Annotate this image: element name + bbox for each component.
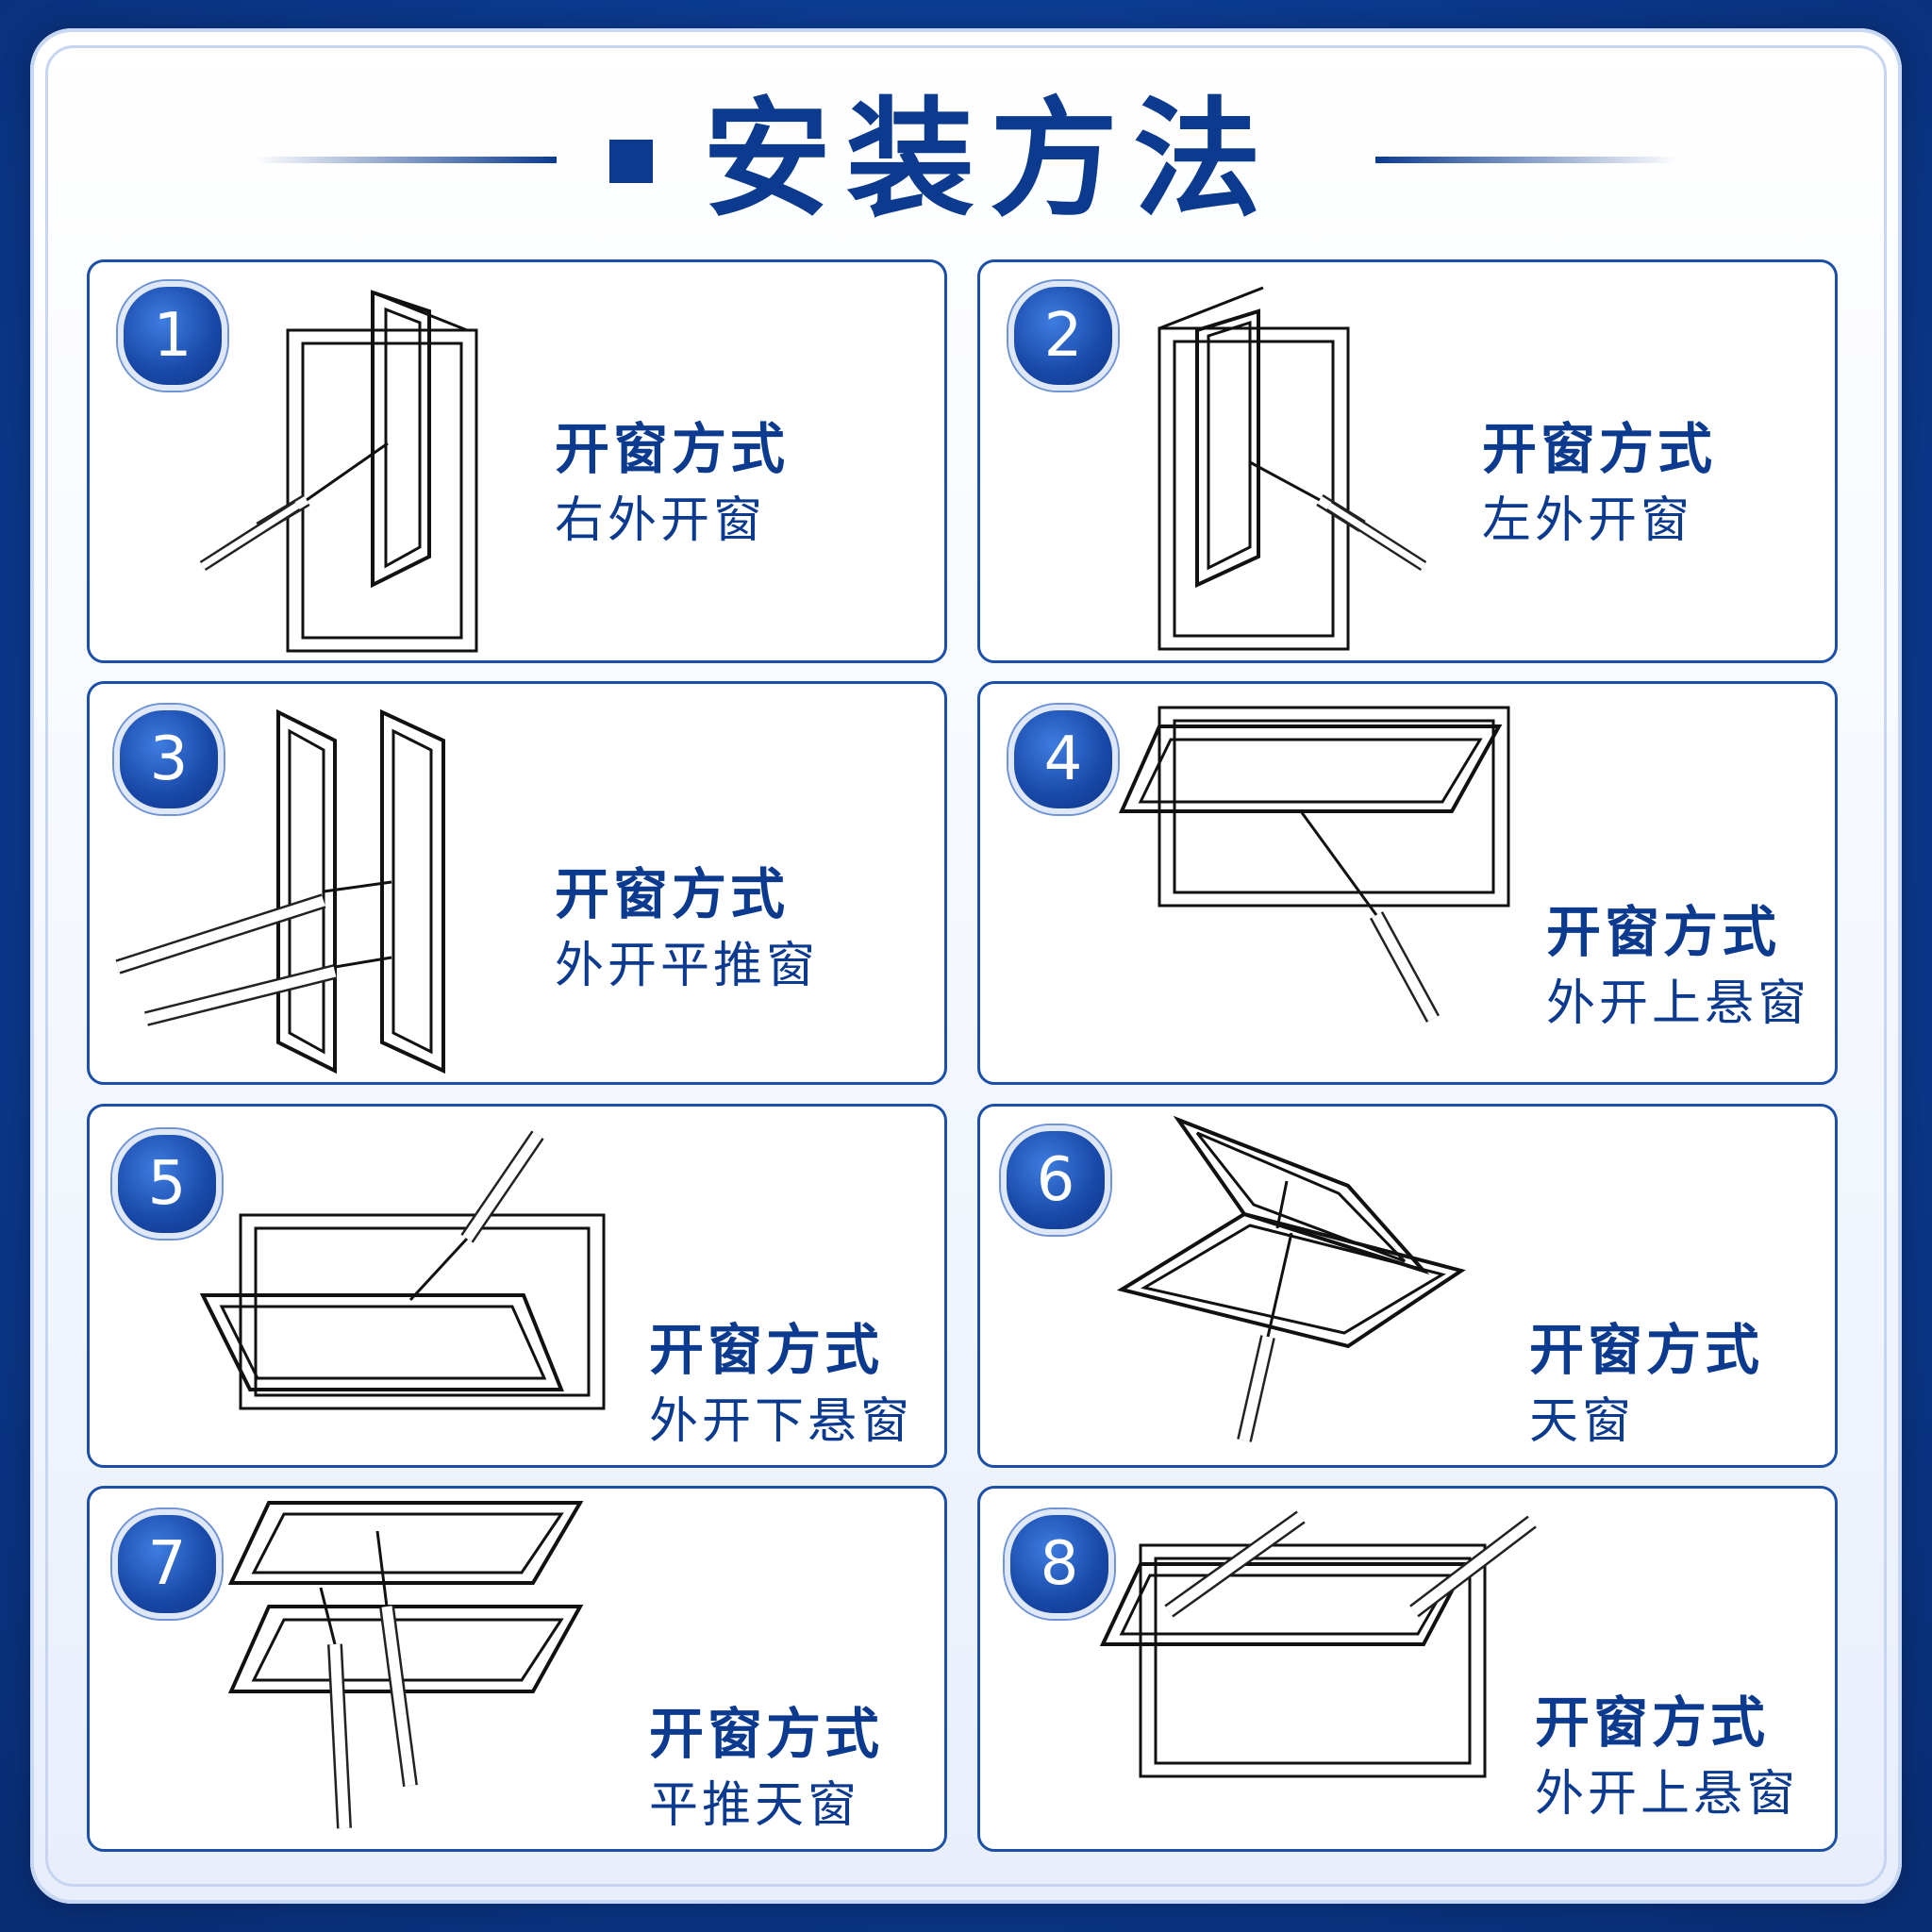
card-mode: 平推天窗 bbox=[649, 1777, 861, 1834]
top-hung-window-illustration bbox=[1122, 708, 1518, 1047]
card-heading: 开窗方式 bbox=[1529, 1318, 1764, 1382]
number-badge: 8 bbox=[1005, 1509, 1114, 1619]
card-label: 开窗方式 外开下悬窗 bbox=[649, 1314, 913, 1457]
card-label: 开窗方式 天窗 bbox=[1529, 1314, 1763, 1457]
card-heading: 开窗方式 bbox=[1535, 1690, 1770, 1755]
panel-border bbox=[45, 45, 1887, 1887]
card-mode: 外开平推窗 bbox=[555, 938, 820, 994]
card-heading: 开窗方式 bbox=[1482, 417, 1717, 481]
title-line-right bbox=[1375, 157, 1677, 163]
card-8: 8 开窗方式 外开上悬窗 bbox=[977, 1486, 1838, 1852]
casement-right-window-illustration bbox=[203, 274, 486, 660]
title-square-icon bbox=[609, 140, 653, 183]
casement-left-window-illustration bbox=[1159, 274, 1461, 660]
card-heading: 开窗方式 bbox=[555, 862, 790, 926]
top-hung-dual-strut-window-illustration bbox=[1103, 1507, 1480, 1828]
card-5: 5 开窗方式 外开下悬窗 bbox=[87, 1104, 947, 1468]
card-mode: 外开上悬窗 bbox=[1535, 1766, 1800, 1823]
number-badge: 7 bbox=[112, 1509, 222, 1619]
card-mode: 右外开窗 bbox=[555, 492, 767, 549]
card-mode: 外开下悬窗 bbox=[649, 1393, 914, 1450]
card-label: 开窗方式 外开上悬窗 bbox=[1546, 896, 1810, 1040]
card-label: 开窗方式 外开平推窗 bbox=[555, 858, 819, 1002]
card-label: 开窗方式 右外开窗 bbox=[555, 413, 789, 557]
card-3: 3 开窗方式 外开平推窗 bbox=[87, 681, 947, 1085]
title-row: 安装方法 bbox=[0, 85, 1932, 236]
card-mode: 外开上悬窗 bbox=[1546, 975, 1811, 1032]
number-badge: 6 bbox=[1001, 1125, 1110, 1235]
parallel-skylight-window-illustration bbox=[222, 1503, 599, 1861]
number-badge: 1 bbox=[118, 281, 227, 391]
card-heading: 开窗方式 bbox=[1546, 900, 1781, 964]
card-label: 开窗方式 外开上悬窗 bbox=[1535, 1687, 1799, 1830]
card-1: 1 开窗方式 右外开窗 bbox=[87, 259, 947, 663]
page-title: 安装方法 bbox=[703, 86, 1276, 235]
card-label: 开窗方式 左外开窗 bbox=[1482, 413, 1716, 557]
card-mode: 天窗 bbox=[1529, 1393, 1636, 1450]
title-line-left bbox=[255, 157, 557, 163]
card-6: 6 开窗方式 天窗 bbox=[977, 1104, 1838, 1468]
skylight-window-illustration bbox=[1122, 1120, 1499, 1459]
card-mode: 左外开窗 bbox=[1482, 492, 1694, 549]
number-badge: 4 bbox=[1008, 705, 1118, 814]
card-2: 2 开窗方式 左外开窗 bbox=[977, 259, 1838, 663]
parallel-push-window-illustration bbox=[108, 703, 467, 1080]
bottom-hung-window-illustration bbox=[193, 1116, 571, 1437]
number-badge: 5 bbox=[112, 1129, 222, 1239]
number-badge: 2 bbox=[1008, 281, 1118, 391]
card-4: 4 开窗方式 外开上悬窗 bbox=[977, 681, 1838, 1085]
card-label: 开窗方式 平推天窗 bbox=[649, 1698, 883, 1841]
number-badge: 3 bbox=[114, 705, 224, 814]
card-heading: 开窗方式 bbox=[649, 1318, 884, 1382]
card-heading: 开窗方式 bbox=[555, 417, 790, 481]
card-heading: 开窗方式 bbox=[649, 1702, 884, 1766]
card-7: 7 开窗方式 平推天窗 bbox=[87, 1486, 947, 1852]
